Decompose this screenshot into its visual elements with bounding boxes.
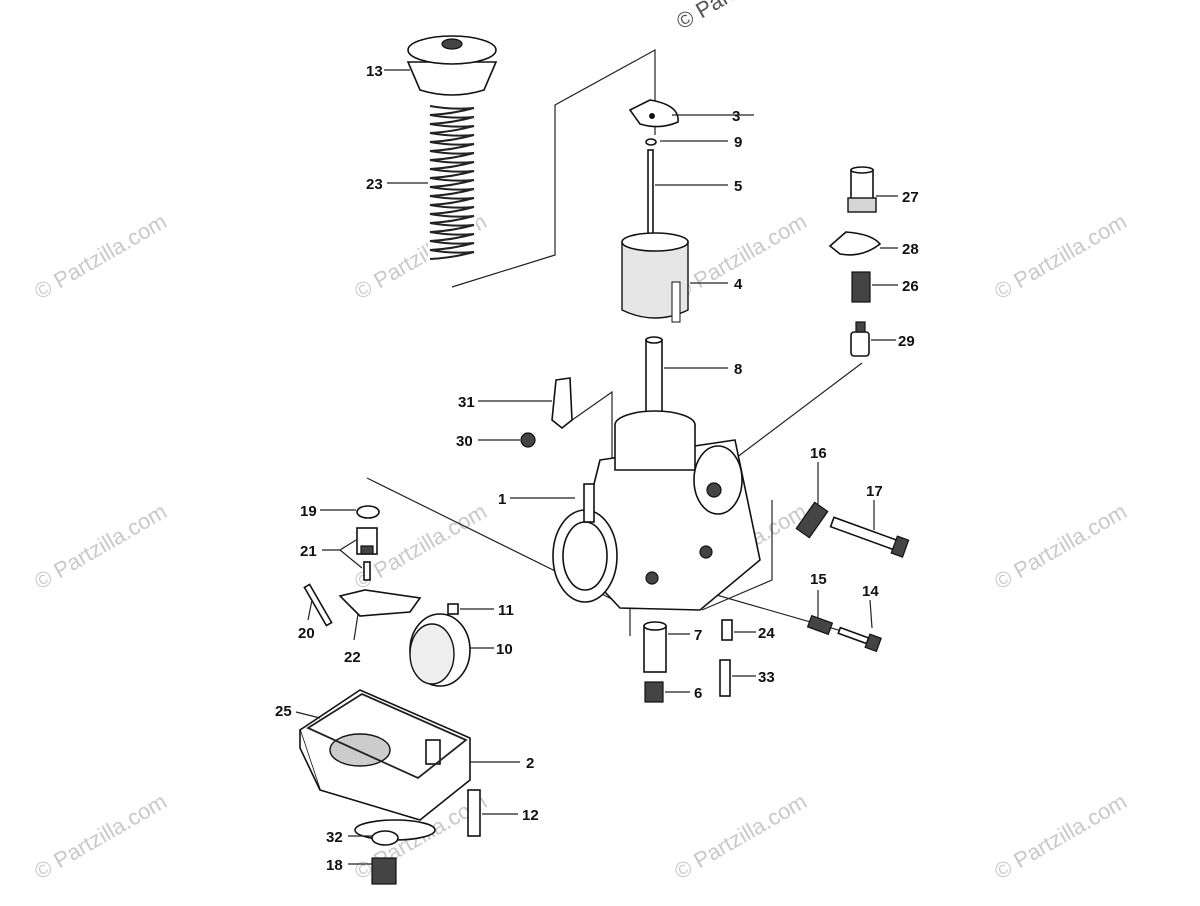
callout-32: 32	[326, 829, 343, 846]
callout-3: 3	[732, 108, 740, 125]
part-22-float-arm	[338, 589, 422, 617]
part-32-washer	[371, 830, 399, 846]
callout-9: 9	[734, 134, 742, 151]
part-28-washer	[828, 231, 882, 256]
part-12-bolt	[467, 789, 481, 837]
part-18-drain-plug	[371, 857, 397, 885]
watermark: © Partzilla.com	[990, 499, 1131, 595]
part-17-screw	[829, 516, 910, 558]
part-25-gasket	[306, 692, 468, 780]
callout-6: 6	[694, 685, 702, 702]
callout-4: 4	[734, 276, 743, 293]
callout-labels: 13 23 3 9 5 4 8 27 28 26 29 31 30 1 16 1…	[275, 63, 919, 874]
callout-13: 13	[366, 63, 383, 80]
callout-5: 5	[734, 178, 742, 195]
callout-27: 27	[902, 189, 919, 206]
part-29-cylinder	[850, 321, 870, 357]
callout-19: 19	[300, 503, 317, 520]
callout-33: 33	[758, 669, 775, 686]
part-1-carburetor-body	[552, 410, 761, 611]
part-8-jet	[645, 336, 663, 431]
watermark-top: © Part	[672, 0, 739, 34]
part-6-main-jet	[644, 681, 664, 703]
watermark: © Partzilla.com	[670, 789, 811, 885]
part-24-jet	[721, 619, 733, 641]
part-9-clip	[645, 138, 657, 146]
watermark: © Partzilla.com	[30, 209, 171, 305]
part-10-float	[409, 613, 471, 687]
part-23-spring	[428, 104, 476, 262]
part-5-needle	[647, 149, 654, 243]
watermark: © Partzilla.com	[990, 209, 1131, 305]
part-31-bracket	[551, 377, 573, 430]
callout-23: 23	[366, 176, 383, 193]
callout-16: 16	[810, 445, 827, 462]
part-15-spring	[806, 614, 834, 636]
part-7-jet-holder	[643, 621, 667, 673]
part-4-slide	[621, 232, 689, 323]
part-20-pin	[303, 583, 333, 627]
callout-8: 8	[734, 361, 742, 378]
part-30-screw	[520, 432, 536, 448]
part-27-fitting	[847, 166, 877, 213]
watermark: © Partzilla.com	[30, 499, 171, 595]
part-21-needle-valve	[356, 527, 378, 581]
callout-29: 29	[898, 333, 915, 350]
callout-10: 10	[496, 641, 513, 658]
part-3-plate	[628, 99, 679, 128]
watermark: © Partzilla.com	[990, 789, 1131, 885]
callout-30: 30	[456, 433, 473, 450]
callout-28: 28	[902, 241, 919, 258]
callout-24: 24	[758, 625, 775, 642]
watermarks: © Partzilla.com © Partzilla.com © Partzi…	[30, 0, 1131, 884]
part-13-cap	[406, 35, 498, 96]
callout-17: 17	[866, 483, 883, 500]
callout-1: 1	[498, 491, 506, 508]
callout-25: 25	[275, 703, 292, 720]
callout-20: 20	[298, 625, 315, 642]
callout-26: 26	[902, 278, 919, 295]
part-16-spring	[795, 501, 829, 539]
part-26-spring	[851, 271, 871, 303]
part-33-bolt	[719, 659, 731, 697]
watermark: © Partzilla.com	[30, 789, 171, 885]
callout-15: 15	[810, 571, 827, 588]
callout-14: 14	[862, 583, 879, 600]
callout-11: 11	[498, 602, 514, 619]
callout-18: 18	[326, 857, 343, 874]
part-11-pin	[447, 603, 459, 615]
callout-12: 12	[522, 807, 539, 824]
part-19-washer	[356, 505, 380, 519]
callout-21: 21	[300, 543, 317, 560]
part-14-screw	[837, 626, 882, 653]
callout-31: 31	[458, 394, 475, 411]
callout-22: 22	[344, 649, 361, 666]
callout-7: 7	[694, 627, 702, 644]
callout-2: 2	[526, 755, 534, 772]
